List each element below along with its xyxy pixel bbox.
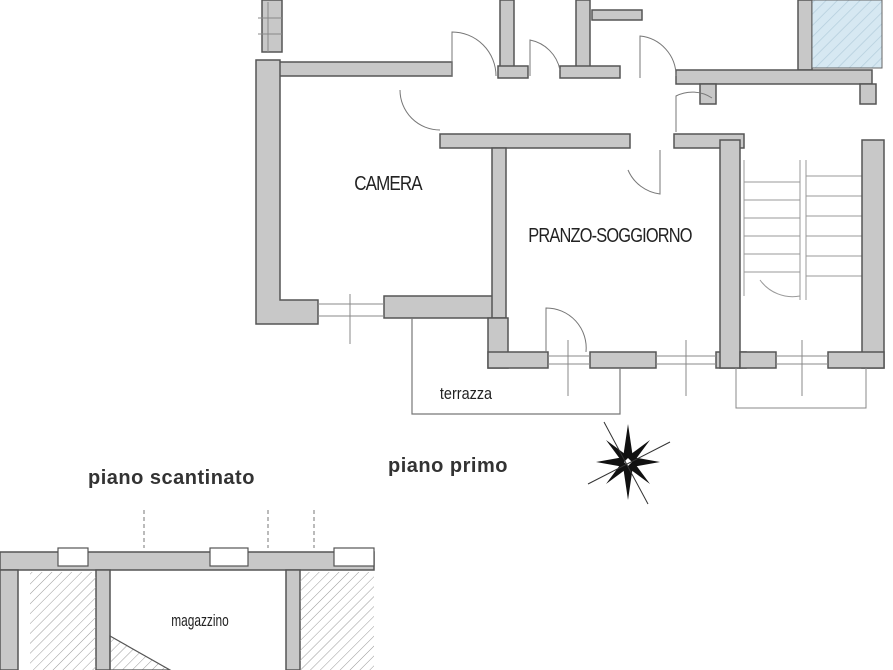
floor-title-scantinato: piano scantinato [88, 467, 255, 489]
door-swings-top [399, 31, 713, 132]
door-swing-pranzo [545, 307, 587, 353]
room-label-pranzo-soggiorno: PRANZO-SOGGIORNO [528, 223, 692, 246]
window-camera [318, 294, 384, 344]
hatched-ground-right [300, 572, 374, 670]
ramp [109, 634, 172, 670]
glass-panel [811, 0, 883, 69]
door-swing-inner [627, 150, 661, 195]
hatched-ground-left [30, 572, 96, 670]
camera-walls [255, 59, 507, 325]
stairwell-walls [739, 139, 885, 369]
room-label-terrazza: terrazza [440, 385, 492, 403]
dimension-ticks [143, 510, 315, 548]
terrazza-outline [411, 318, 621, 415]
upper-walls [261, 0, 877, 149]
window-stairwell [735, 340, 867, 409]
basement-windows [57, 547, 375, 567]
window-pranzo [548, 340, 716, 396]
pranzo-walls [487, 139, 747, 369]
floor-plan-primo: CAMERA PRANZO-SOGGIORNO terrazza [255, 0, 885, 505]
floor-title-primo: piano primo [388, 455, 508, 477]
window-top-left [258, 2, 282, 52]
floor-plan-scantinato: piano scantinato magazzino [0, 467, 375, 670]
room-label-camera: CAMERA [354, 172, 423, 195]
stairwell [743, 150, 863, 300]
compass-rose-icon [587, 421, 671, 505]
basement-walls [0, 551, 375, 670]
room-label-magazzino: magazzino [171, 612, 228, 631]
